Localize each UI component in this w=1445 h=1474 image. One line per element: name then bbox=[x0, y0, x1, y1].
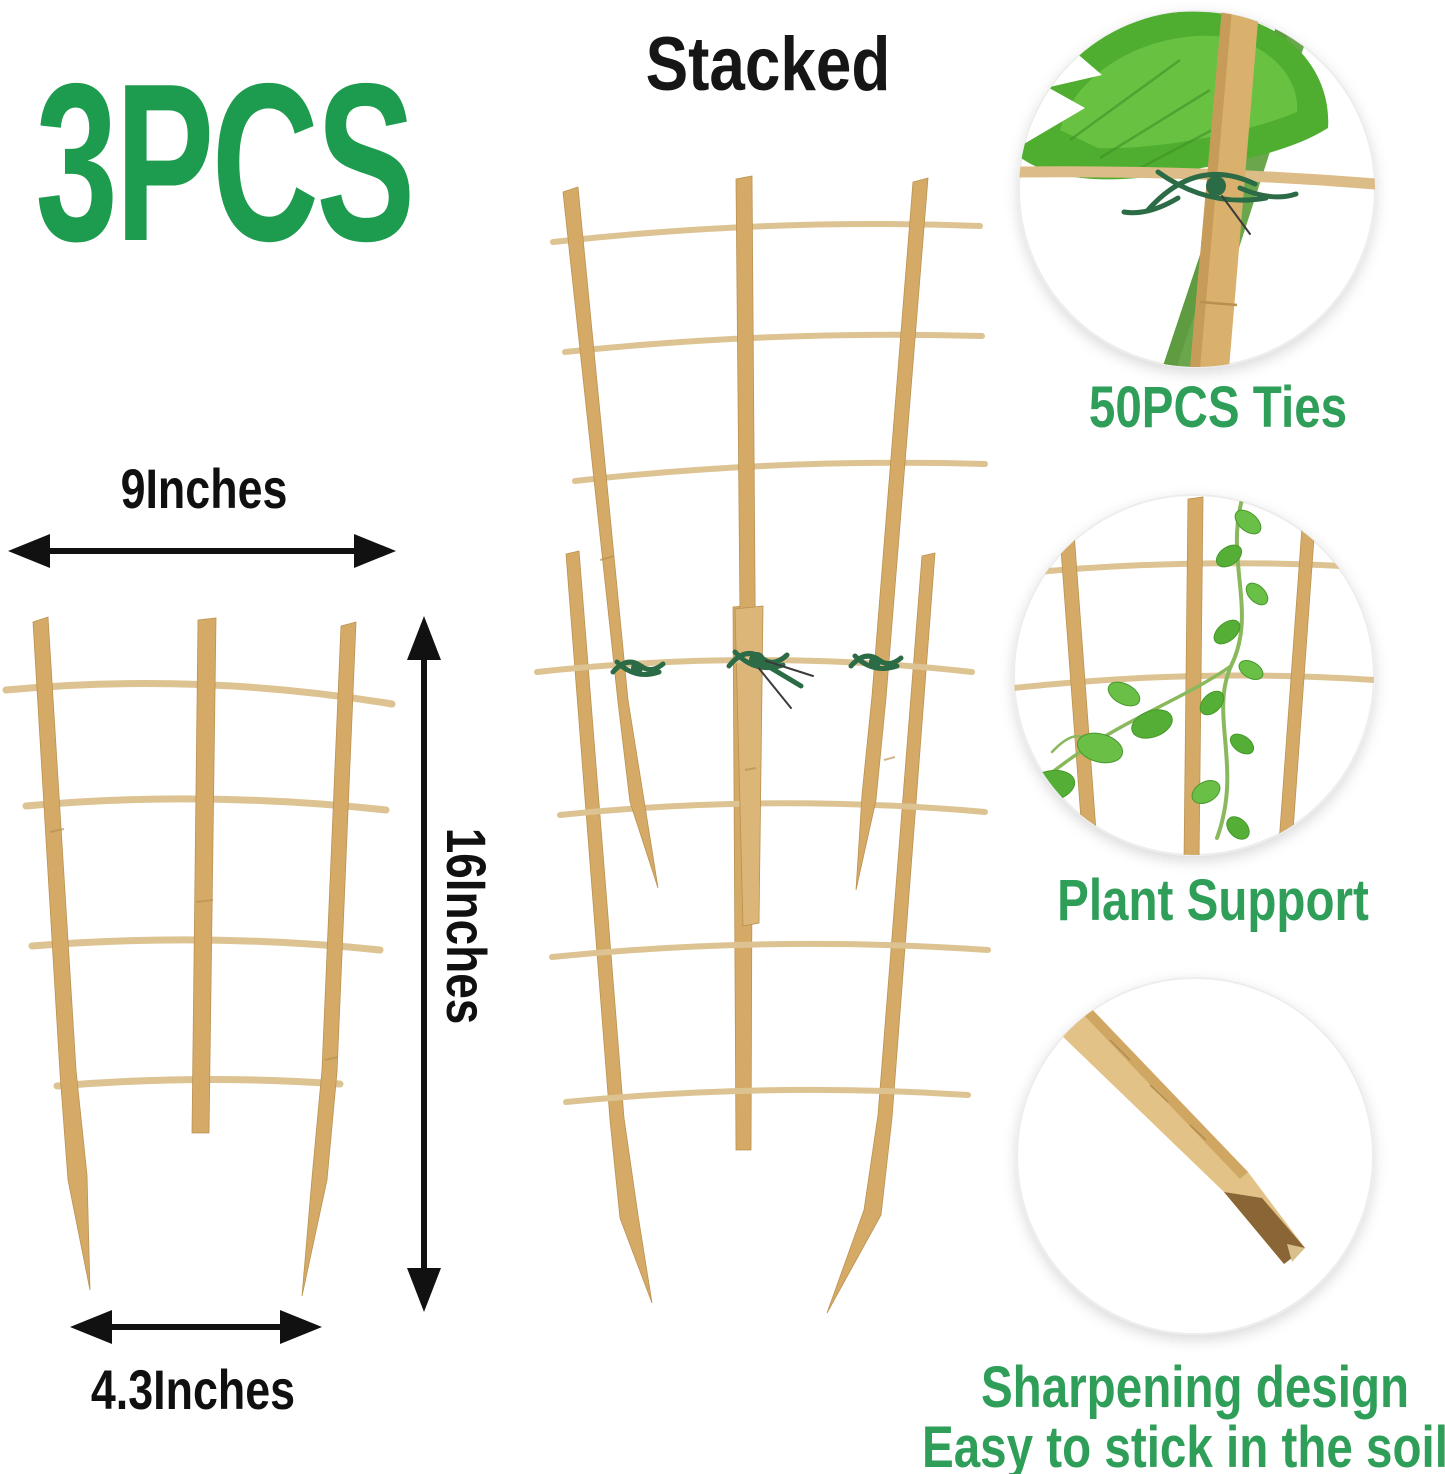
height-dimension-label: 16Inches bbox=[435, 827, 498, 1025]
trellis-crossbar bbox=[572, 459, 988, 484]
single-trellis-illustration bbox=[2, 616, 396, 1297]
trellis-stake-right bbox=[301, 621, 357, 1297]
wire-tie-icon bbox=[726, 649, 814, 709]
trellis-stake-left bbox=[32, 616, 91, 1291]
upper-trellis-stake-right bbox=[855, 177, 929, 891]
top-width-dimension-label: 9Inches bbox=[120, 457, 288, 520]
feature-circle-ties bbox=[1018, 10, 1376, 368]
top-width-dimension-arrow bbox=[8, 534, 396, 568]
bottom-width-dimension-label: 4.3Inches bbox=[90, 1358, 296, 1421]
lower-trellis-stake-left bbox=[565, 550, 653, 1304]
bottom-width-dimension-arrow bbox=[70, 1310, 322, 1344]
trellis-crossbar bbox=[563, 1086, 971, 1105]
wire-tie-icon bbox=[848, 653, 904, 671]
sharpened-stake-tip bbox=[1058, 1003, 1305, 1264]
trellis-crossbar bbox=[562, 331, 985, 355]
stacked-view-title: Stacked bbox=[645, 22, 891, 107]
height-dimension-arrow bbox=[407, 616, 441, 1312]
climbing-vine bbox=[1024, 495, 1269, 840]
wire-tie-icon bbox=[1121, 169, 1299, 235]
feature-circle-sharp-tip bbox=[1016, 977, 1374, 1335]
center-splice-stake bbox=[734, 605, 764, 927]
trellis-stake-center bbox=[1183, 496, 1204, 855]
product-count-label: 3PCS bbox=[35, 36, 415, 288]
feature-circle-plant-support bbox=[1013, 494, 1375, 856]
feature-caption-ties: 50PCS Ties bbox=[1088, 375, 1348, 440]
feature-caption-sharpening-line2: Easy to stick in the soil bbox=[922, 1415, 1445, 1474]
stacked-trellis-illustration bbox=[534, 175, 991, 1314]
feature-caption-plant-support: Plant Support bbox=[1057, 868, 1369, 933]
upper-trellis-stake-left bbox=[562, 186, 659, 889]
trellis-crossbar bbox=[549, 940, 991, 960]
lower-trellis-stake-right bbox=[826, 552, 936, 1314]
trellis-crossbar bbox=[557, 800, 988, 818]
wire-tie-icon bbox=[610, 659, 666, 677]
trellis-stake-center bbox=[191, 617, 217, 1134]
feature-caption-sharpening-line1: Sharpening design bbox=[980, 1355, 1410, 1420]
